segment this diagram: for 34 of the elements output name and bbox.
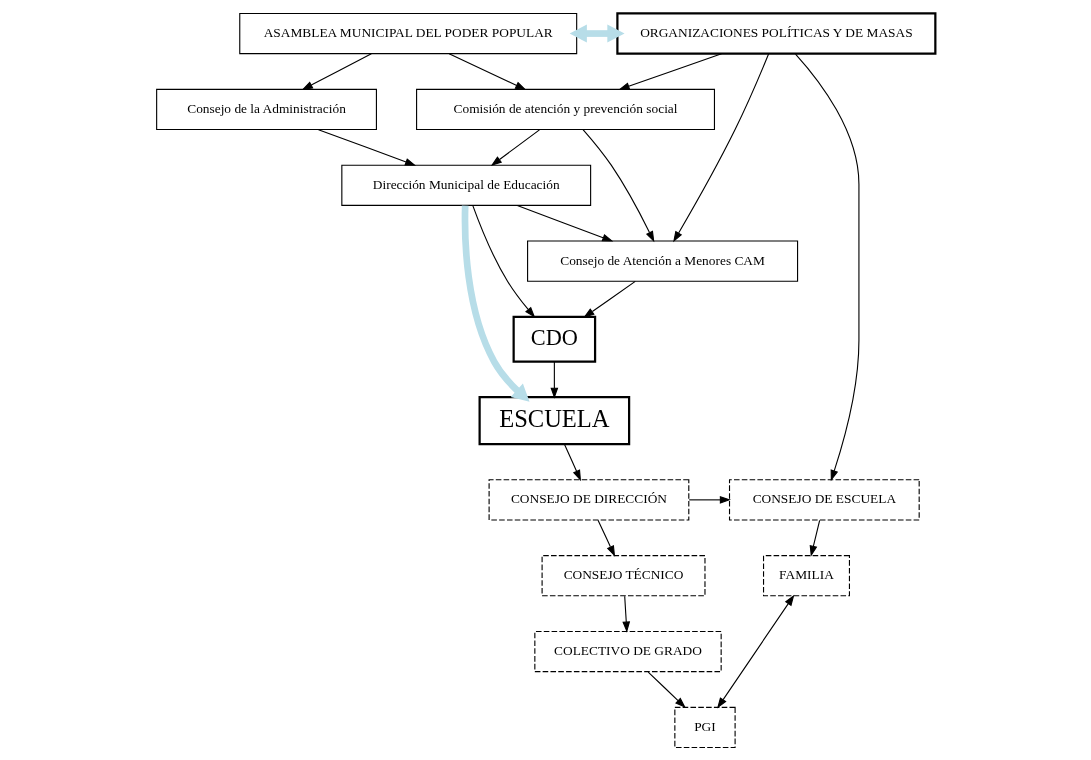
arrow (621, 595, 630, 633)
node-box: Dirección Municipal de Educación (340, 164, 591, 206)
node-box: Consejo de la Administración (155, 88, 377, 130)
node-box: FAMILIA (762, 554, 850, 596)
arrow (317, 128, 416, 166)
arrow (716, 594, 794, 709)
arrow (569, 24, 625, 43)
node-box: ORGANIZACIONES POLÍTICAS Y DE MASAS (615, 11, 936, 55)
node-box: CONSEJO DE DIRECCIÓN (488, 478, 689, 520)
arrow (596, 519, 615, 557)
node-box: ASAMBLEA MUNICIPAL DEL PODER POPULAR (238, 12, 577, 54)
arrow (563, 443, 581, 481)
arrow (794, 53, 859, 481)
node-box: Consejo de Atención a Menores CAM (526, 240, 798, 282)
node-box: ESCUELA (478, 395, 630, 445)
arrow (301, 52, 372, 90)
arrow (448, 52, 526, 90)
arrow (672, 52, 769, 242)
node-box: CONSEJO DE ESCUELA (728, 478, 920, 520)
node-box: COLECTIVO DE GRADO (533, 630, 722, 672)
arrow (549, 360, 558, 399)
arrow (516, 204, 613, 242)
arrow (490, 128, 540, 166)
arrow (582, 280, 636, 318)
node-box: CDO (512, 315, 596, 363)
arrow (471, 204, 535, 318)
node-box: Comisión de atención y prevención social (415, 88, 715, 130)
arrow (618, 52, 722, 90)
arrow (688, 495, 731, 504)
node-box: PGI (673, 706, 736, 748)
node-box: CONSEJO TÉCNICO (541, 554, 706, 596)
arrow (581, 128, 654, 242)
arrow (647, 671, 686, 708)
arrow (809, 519, 820, 557)
